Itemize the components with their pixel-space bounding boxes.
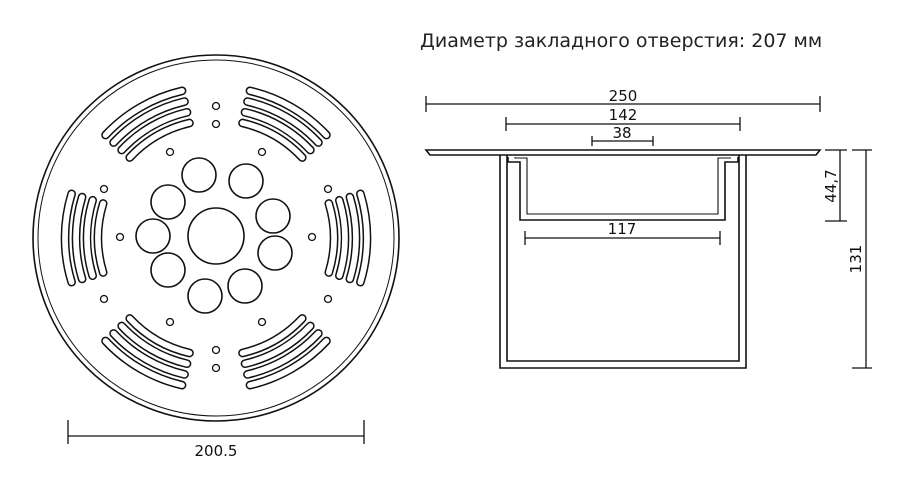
vent-slot bbox=[125, 118, 194, 162]
vent-slot bbox=[125, 314, 194, 358]
vent-slot bbox=[82, 195, 97, 281]
small-hole bbox=[211, 363, 221, 373]
ring-hole bbox=[135, 218, 171, 254]
dim-cup-depth bbox=[825, 149, 847, 222]
small-hole bbox=[211, 345, 221, 355]
small-hole bbox=[211, 101, 221, 111]
diameter-label: 200.5 bbox=[195, 442, 238, 460]
cup-width-label: 117 bbox=[608, 220, 637, 238]
vent-slot-groups bbox=[60, 86, 372, 390]
ring-hole bbox=[150, 184, 186, 220]
top-view bbox=[32, 54, 400, 422]
inner-width-label: 142 bbox=[609, 106, 638, 124]
housing-inner bbox=[506, 155, 740, 362]
ring-hole bbox=[150, 252, 186, 288]
small-hole bbox=[307, 232, 317, 242]
vent-slot bbox=[109, 97, 189, 147]
housing-outer bbox=[499, 155, 747, 369]
vent-slot bbox=[101, 86, 187, 140]
vent-slot bbox=[240, 108, 315, 155]
small-holes bbox=[99, 101, 333, 373]
small-hole bbox=[257, 147, 267, 157]
total-height-label: 131 bbox=[847, 245, 865, 274]
small-hole bbox=[257, 317, 267, 327]
dim-overall-width bbox=[425, 96, 821, 112]
ring-hole bbox=[255, 198, 291, 234]
dim-total-height bbox=[852, 149, 872, 369]
outer-rim bbox=[32, 54, 400, 422]
vent-slot bbox=[245, 86, 331, 140]
vent-slot bbox=[101, 336, 187, 390]
vent-slot bbox=[324, 199, 339, 277]
small-hole bbox=[115, 232, 125, 242]
small-hole bbox=[165, 147, 175, 157]
cup-outer bbox=[507, 157, 739, 221]
mounting-hole-diameter-caption: Диаметр закладного отверстия: 207 мм bbox=[420, 30, 823, 52]
flange bbox=[424, 149, 822, 156]
ring-hole bbox=[227, 268, 263, 304]
inner-rim bbox=[37, 59, 395, 417]
vent-slot bbox=[109, 329, 189, 379]
vent-slot bbox=[93, 199, 108, 277]
dim-inner-width bbox=[505, 117, 741, 131]
small-hole bbox=[211, 119, 221, 129]
vent-slot bbox=[243, 97, 323, 147]
hole-ring bbox=[135, 157, 293, 314]
vent-slot bbox=[356, 189, 372, 287]
center-width-label: 38 bbox=[612, 124, 631, 142]
ring-hole bbox=[257, 235, 293, 271]
ring-hole bbox=[228, 163, 264, 199]
ring-hole bbox=[187, 278, 223, 314]
vent-slot bbox=[117, 108, 192, 155]
vent-slot bbox=[243, 329, 323, 379]
vent-slot bbox=[345, 192, 361, 284]
small-hole bbox=[99, 294, 109, 304]
dim-center-width bbox=[591, 136, 654, 146]
small-hole bbox=[323, 184, 333, 194]
side-view bbox=[424, 149, 822, 369]
vent-slot bbox=[238, 314, 307, 358]
cup-inner bbox=[514, 157, 731, 215]
vent-slot bbox=[117, 321, 192, 368]
diameter-dimension bbox=[67, 420, 365, 444]
small-hole bbox=[323, 294, 333, 304]
vent-slot bbox=[238, 118, 307, 162]
vent-slot bbox=[245, 336, 331, 390]
vent-slot bbox=[335, 195, 350, 281]
dim-cup-width bbox=[524, 231, 721, 245]
vent-slot bbox=[60, 189, 76, 287]
vent-slot bbox=[71, 192, 87, 284]
small-hole bbox=[99, 184, 109, 194]
center-hole bbox=[187, 207, 245, 265]
overall-width-label: 250 bbox=[609, 87, 638, 105]
small-hole bbox=[165, 317, 175, 327]
cup-depth-label: 44,7 bbox=[822, 169, 840, 202]
vent-slot bbox=[240, 321, 315, 368]
ring-hole bbox=[181, 157, 217, 193]
